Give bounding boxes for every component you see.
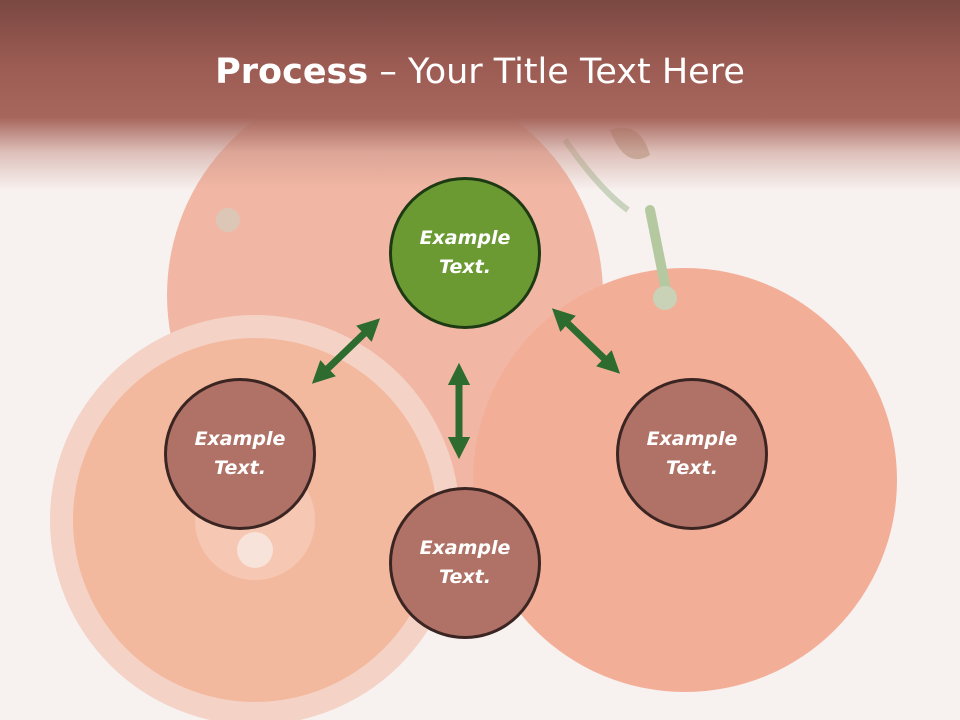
- node-bottom: Example Text.: [389, 487, 541, 639]
- node-left-label: Example Text.: [194, 428, 286, 479]
- node-top-label: Example Text.: [419, 227, 511, 278]
- node-top: Example Text.: [389, 177, 541, 329]
- slide-title: Process – Your Title Text Here: [0, 52, 960, 92]
- arrow-top-right: [551, 308, 621, 374]
- node-right: Example Text.: [616, 378, 768, 530]
- node-bottom-label: Example Text.: [419, 537, 511, 588]
- title-banner: [0, 0, 960, 190]
- arrow-top-left: [311, 318, 381, 384]
- slide-title-bold: Process: [215, 52, 369, 92]
- node-right-label: Example Text.: [646, 428, 738, 479]
- slide-title-rest: – Your Title Text Here: [368, 52, 745, 92]
- node-left: Example Text.: [164, 378, 316, 530]
